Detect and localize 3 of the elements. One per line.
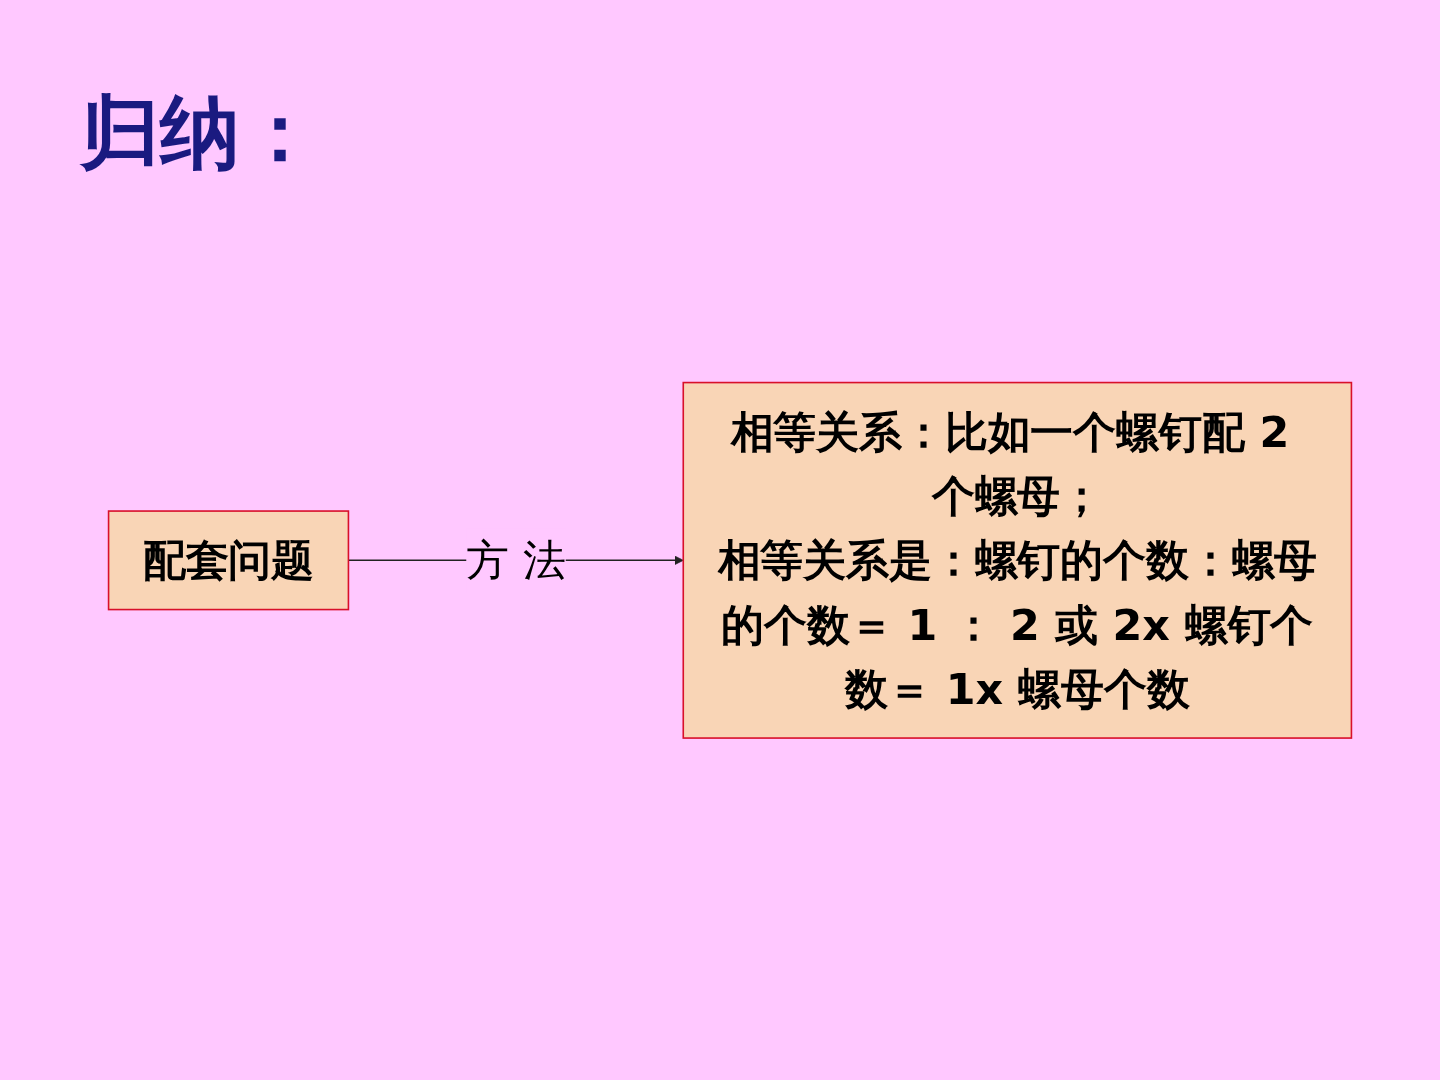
title: 归纳： bbox=[80, 84, 320, 181]
node-box: 配套问题 bbox=[107, 509, 350, 611]
edge-label: 方 法 bbox=[466, 535, 566, 585]
